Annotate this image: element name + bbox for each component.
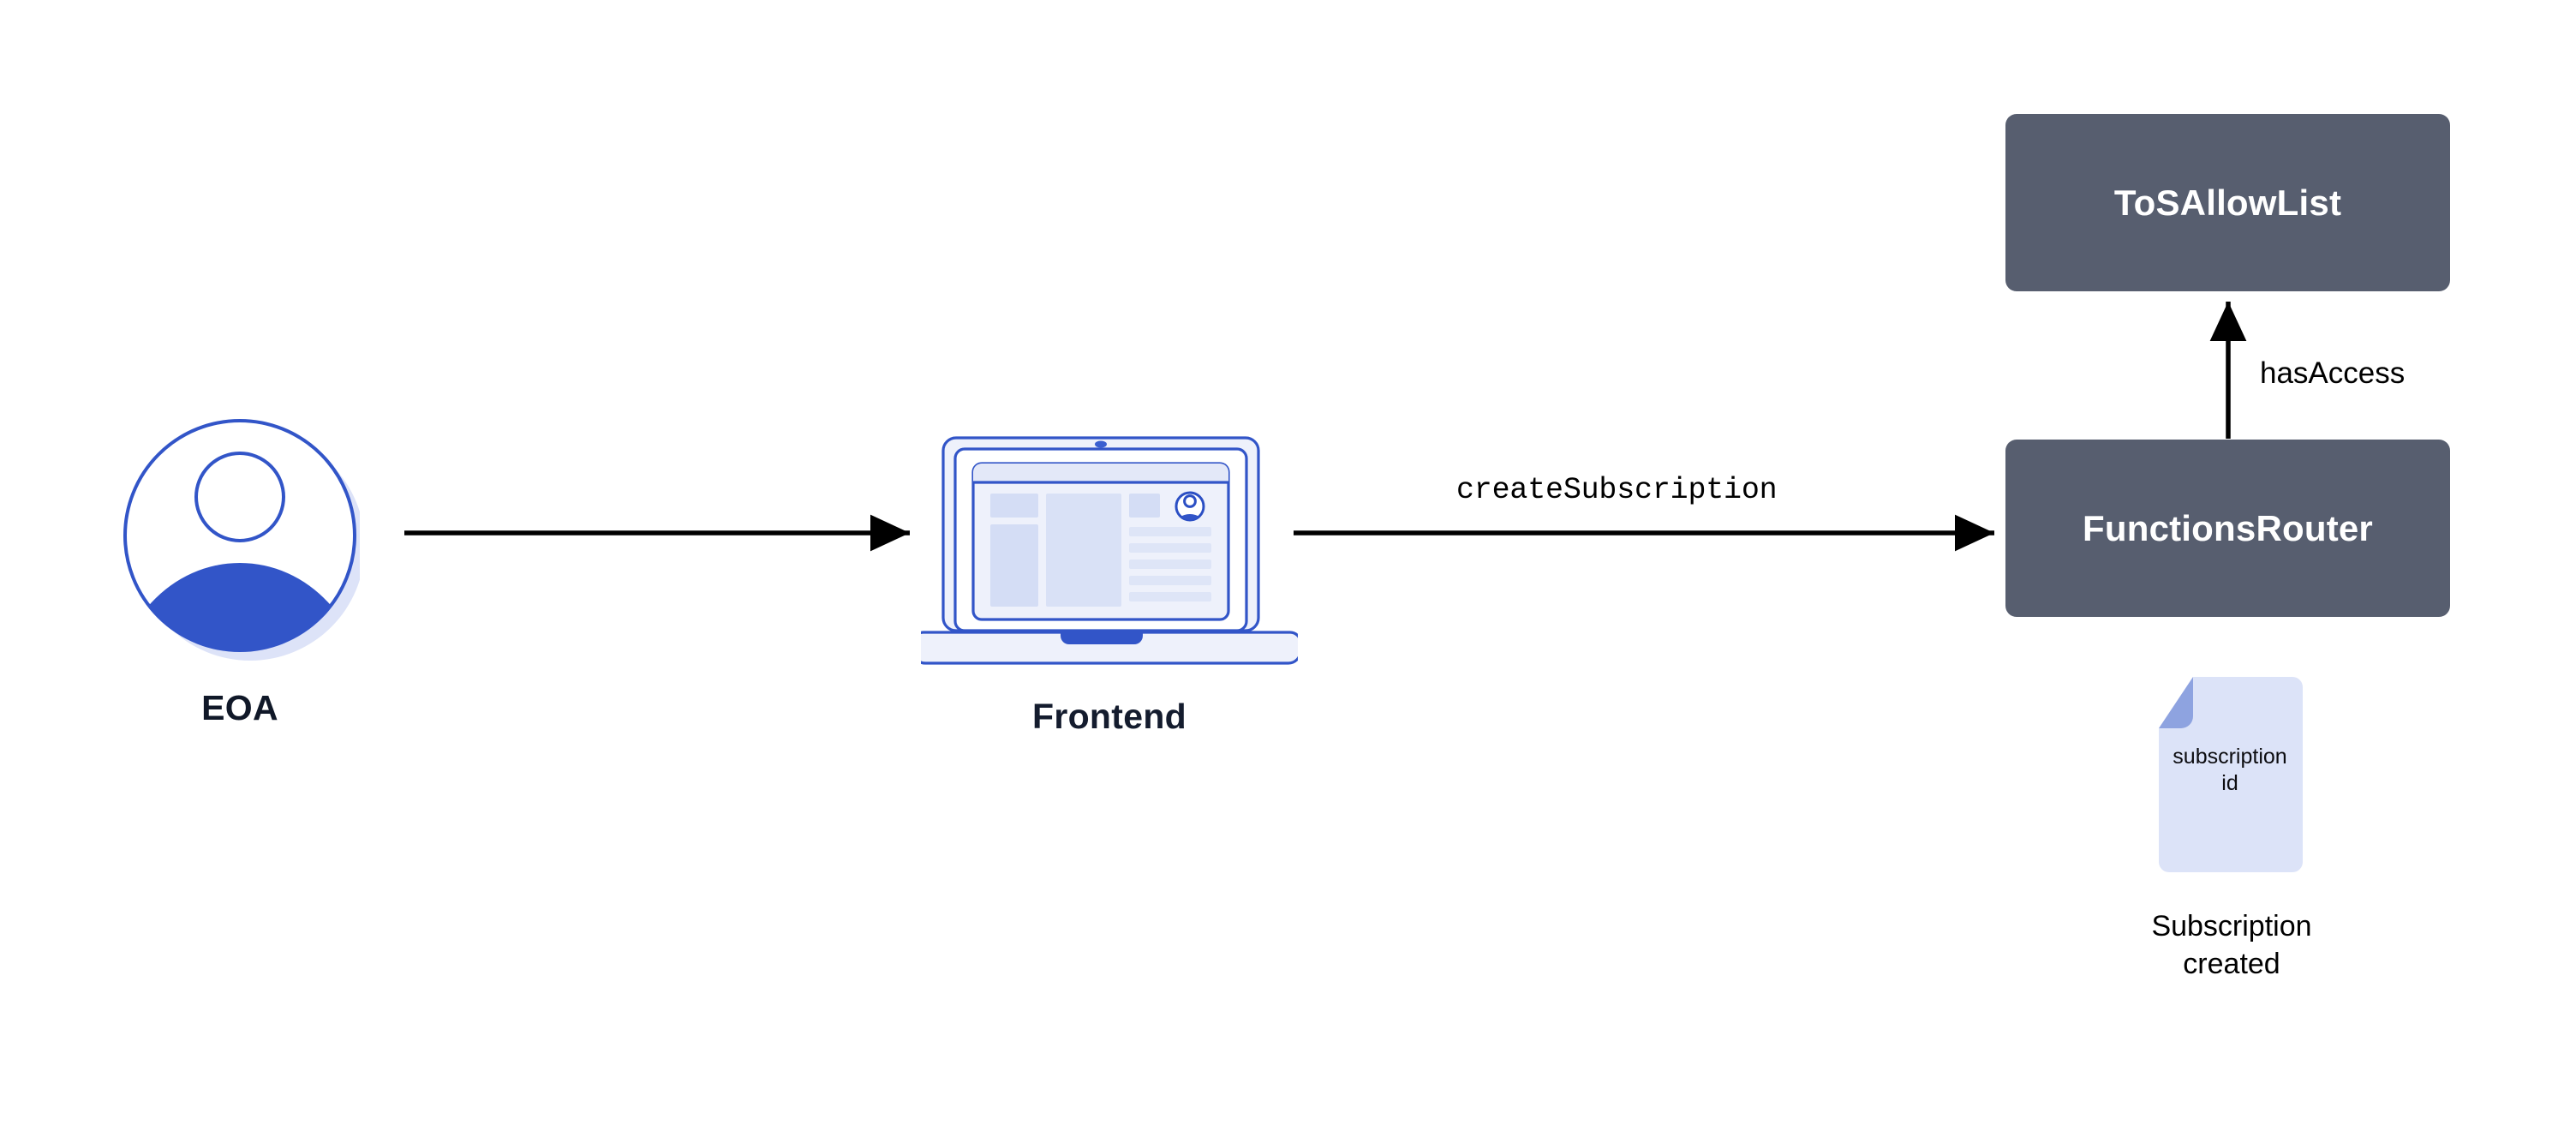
subscription-created-caption: Subscription created	[2099, 908, 2364, 983]
laptop-icon	[911, 436, 1302, 665]
subscription-created-caption-line1: Subscription	[2151, 910, 2312, 942]
node-frontend[interactable]: Frontend	[911, 424, 1302, 758]
node-frontend-label: Frontend	[1031, 697, 1187, 736]
node-functions-router-label: FunctionsRouter	[2083, 507, 2373, 548]
node-tos-allowlist[interactable]: ToSAllowList	[2005, 114, 2450, 291]
subscription-created-caption-line2: created	[2183, 947, 2280, 980]
node-eoa[interactable]: EOA	[120, 416, 365, 741]
node-functions-router[interactable]: FunctionsRouter	[2005, 440, 2450, 617]
edge-label-has-access: hasAccess	[2260, 356, 2406, 390]
user-avatar-icon	[123, 419, 365, 661]
edge-label-create-subscription: createSubscription	[1456, 473, 1778, 507]
subscription-doc-text-line1: subscription	[2173, 745, 2287, 769]
node-subscription-doc[interactable]: subscription id	[2149, 677, 2311, 883]
document-icon	[2159, 677, 2303, 872]
subscription-doc-text-line2: id	[2221, 770, 2238, 795]
node-tos-allowlist-label: ToSAllowList	[2113, 182, 2342, 223]
node-eoa-label: EOA	[201, 688, 278, 727]
subscription-doc-text: subscription id	[2149, 744, 2311, 796]
